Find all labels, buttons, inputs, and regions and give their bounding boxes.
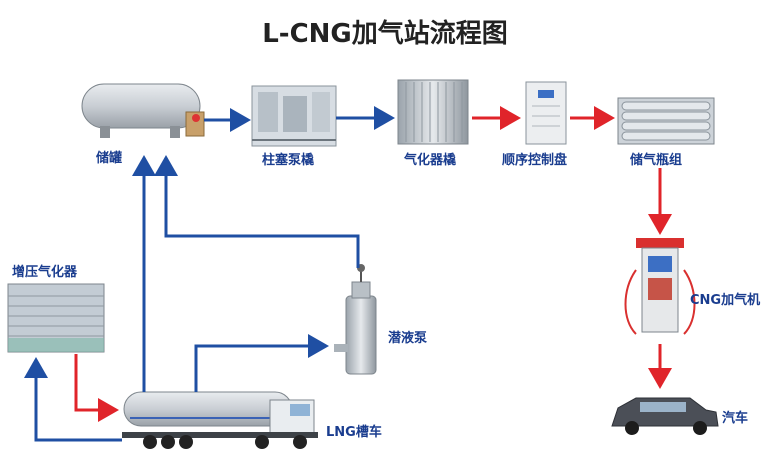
car-image: [611, 397, 719, 435]
submerged-pump-image: [334, 264, 377, 375]
vaporizer-skid-image: [397, 79, 469, 145]
cylinder-group-label: 储气瓶组: [629, 152, 682, 168]
storage-tank-image: [81, 83, 205, 138]
vaporizer-skid-label: 气化器橇: [404, 152, 456, 168]
flow-pump-return-to-tank: [154, 155, 360, 268]
piston-pump-skid-label: 柱塞泵橇: [262, 152, 314, 168]
submerged-pump-label: 潜液泵: [388, 330, 427, 346]
storage-tank-label: 储罐: [95, 150, 122, 166]
sequence-panel-label: 顺序控制盘: [502, 152, 567, 168]
page-title: L-CNG加气站流程图: [262, 18, 508, 49]
flow-tanker-to-submerged-pump: [194, 334, 329, 392]
piston-pump-skid-image: [251, 85, 337, 147]
cylinder-group-image: [617, 97, 715, 145]
flow-tanker-to-pressure-vaporizer: [24, 357, 122, 442]
pressure-vaporizer-image: [7, 283, 105, 353]
cng-dispenser-image: [624, 238, 696, 335]
pressure-vaporizer-label: 增压气化器: [12, 264, 78, 280]
lng-tanker-image: [122, 391, 318, 449]
flow-vaporizer-to-tanker: [74, 354, 119, 422]
cng-dispenser-label: CNG加气机: [690, 292, 760, 308]
lng-tanker-label: LNG槽车: [326, 424, 382, 440]
car-label: 汽车: [722, 410, 748, 426]
sequence-panel-image: [525, 81, 567, 145]
